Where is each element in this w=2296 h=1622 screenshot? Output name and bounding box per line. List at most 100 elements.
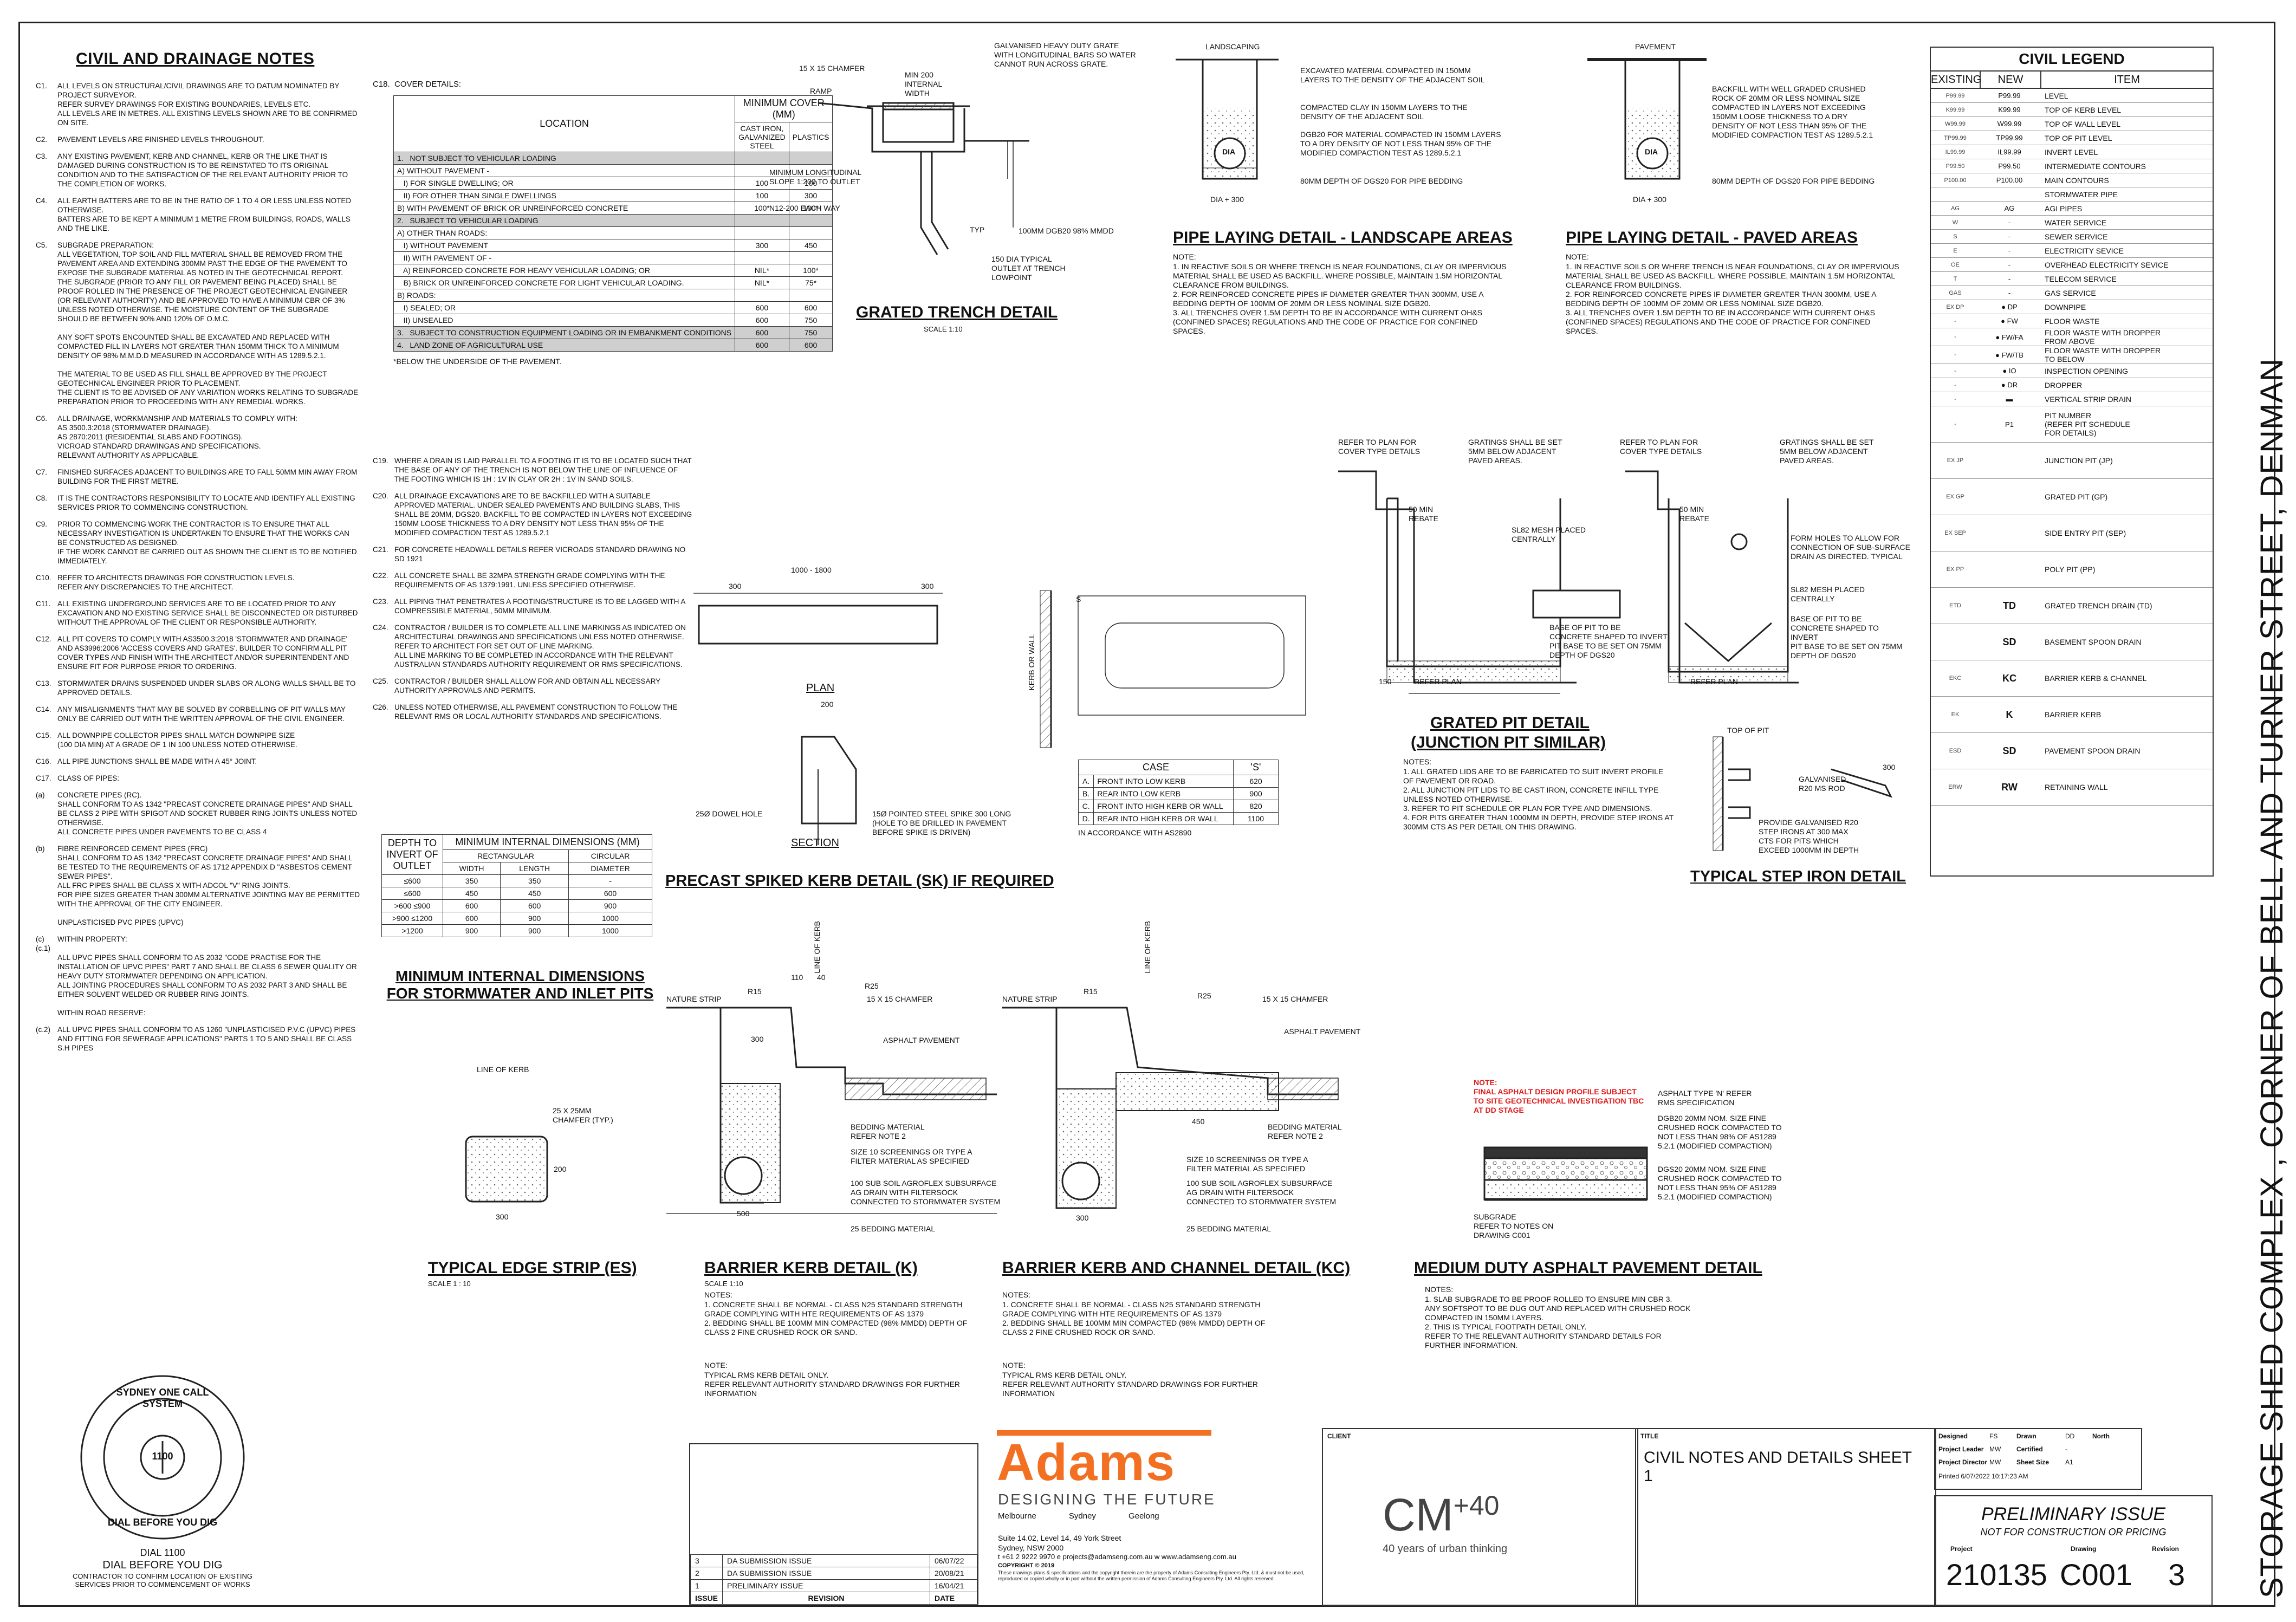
pit-dimensions-table: DEPTH TO INVERT OF OUTLET MINIMUM INTERN… bbox=[381, 834, 652, 937]
pl-notes: 1. IN REACTIVE SOILS OR WHERE TRENCH IS … bbox=[1173, 262, 1507, 335]
note-number: C9. bbox=[36, 520, 48, 528]
cover-cell: 600 bbox=[788, 339, 833, 352]
legend-row: W-WATER SERVICE bbox=[1931, 216, 2213, 230]
note-item: C12.ALL PIT COVERS TO COMPLY WITH AS3500… bbox=[36, 634, 361, 671]
bk-d500: 500 bbox=[737, 1209, 750, 1218]
legend-existing-symbol: TP99.99 bbox=[1944, 134, 1967, 141]
adams-logo-bar bbox=[997, 1430, 1211, 1436]
legend-existing-symbol: GAS bbox=[1949, 289, 1962, 296]
gt-label-dgb: 100mm DGB20 98% MMDD bbox=[1019, 226, 1114, 235]
legend-existing-symbol: ERW bbox=[1948, 784, 1962, 790]
gt-label-width: MIN 200 INTERNAL WIDTH bbox=[905, 70, 942, 98]
pit-cell: 600 bbox=[442, 899, 501, 912]
sk-l1: 25Ø DOWEL HOLE bbox=[696, 809, 763, 818]
note-number: C26. bbox=[373, 703, 388, 711]
note-number: C6. bbox=[36, 414, 48, 423]
rev-h-revision: REVISION bbox=[722, 1592, 930, 1605]
gt-label-typ: TYP bbox=[970, 225, 985, 234]
pl-h: Project Leader bbox=[1938, 1445, 1984, 1453]
col-length: LENGTH bbox=[500, 862, 569, 875]
note-number: C1. bbox=[36, 82, 48, 90]
gp-notes: 1. ALL GRATED LIDS ARE TO BE FABRICATED … bbox=[1403, 767, 1674, 831]
grated-pit-detail bbox=[1338, 470, 1799, 694]
legend-existing-symbol: AG bbox=[1951, 205, 1960, 212]
gp-dim1: 150 bbox=[1379, 677, 1392, 686]
north-h: North bbox=[2092, 1432, 2110, 1440]
dial-ring-bottom: DIAL BEFORE YOU DIG bbox=[107, 1517, 218, 1528]
gp-notes-h: NOTES: bbox=[1403, 757, 1432, 766]
legend-existing-symbol: EK bbox=[1951, 711, 1960, 718]
legend-existing-symbol: - bbox=[1954, 367, 1956, 374]
cover-row: a) WITHOUT PAVEMENT - bbox=[393, 164, 833, 177]
cover-details-table: LOCATION MINIMUM COVER (mm) CAST IRON, G… bbox=[393, 95, 833, 366]
note-text: WITHIN PROPERTY: ALL UPVC PIPES SHALL CO… bbox=[57, 935, 357, 1017]
kc-d300: 300 bbox=[1076, 1214, 1089, 1222]
cover-row: 2. SUBJECT TO VEHICULAR LOADING bbox=[393, 214, 833, 227]
as-l2: DGB20 20mm NOM. SIZE FINE CRUSHED ROCK C… bbox=[1658, 1114, 1782, 1150]
cover-cell: ii) FOR OTHER THAN SINGLE DWELLINGS bbox=[393, 189, 736, 202]
revision-cell: DA SUBMISSION ISSUE bbox=[722, 1554, 930, 1567]
legend-item-label: SEWER SERVICE bbox=[2045, 232, 2108, 241]
grated-trench-detail bbox=[818, 102, 1029, 255]
legend-existing-symbol: Ex SEP bbox=[1944, 530, 1966, 536]
gt-label-mesh: N12-200 EACH WAY bbox=[769, 204, 840, 212]
gp-l5: BASE OF PIT TO BE CONCRETE SHAPED TO INV… bbox=[1549, 623, 1668, 659]
pipe-paved-title: PIPE LAYING DETAIL - PAVED AREAS bbox=[1566, 229, 1858, 246]
revision-cell: PRELIMINARY ISSUE bbox=[722, 1579, 930, 1592]
note-text: ALL EXISTING UNDERGROUND SERVICES ARE TO… bbox=[57, 600, 358, 626]
adams-copyright: COPYRIGHT © 2019 bbox=[998, 1562, 1055, 1569]
cert-h: Certified bbox=[2016, 1445, 2043, 1453]
note-text: CLASS OF PIPES: bbox=[57, 774, 120, 782]
legend-new-symbol: - bbox=[2008, 218, 2011, 226]
sk-d300a: 300 bbox=[729, 582, 742, 591]
gp-l3: 50 MIN REBATE bbox=[1409, 505, 1438, 523]
cover-row: ii) WITH PAVEMENT OF - bbox=[393, 251, 833, 264]
cover-cell: 100* bbox=[735, 202, 789, 215]
cover-cell bbox=[788, 152, 833, 165]
gp-l2b: GRATINGS SHALL BE SET 5mm BELOW ADJACENT… bbox=[1780, 438, 1874, 465]
pl-l2: COMPACTED CLAY IN 150mm LAYERS TO THE DE… bbox=[1300, 103, 1468, 121]
revision-cell: 06/07/22 bbox=[930, 1554, 977, 1567]
step-iron-title: TYPICAL STEP IRON DETAIL bbox=[1690, 868, 1906, 885]
legend-item-label: BASEMENT SPOON DRAIN bbox=[2045, 638, 2142, 646]
sk-dim: 1000 - 1800 bbox=[791, 566, 832, 574]
note-text: CONTRACTOR / BUILDER SHALL ALLOW FOR AND… bbox=[394, 677, 660, 695]
note-number: C17. bbox=[36, 774, 51, 782]
pl-note-h: NOTE: bbox=[1173, 252, 1196, 261]
legend-row: E-ELECTRICITY SEVICE bbox=[1931, 244, 2213, 258]
note-text: ANY EXISTING PAVEMENT, KERB AND CHANNEL,… bbox=[57, 152, 348, 188]
note-item: C15.ALL DOWNPIPE COLLECTOR PIPES SHALL M… bbox=[36, 731, 361, 749]
note-item: (c.2)ALL UPVC PIPES SHALL CONFORM TO AS … bbox=[36, 1025, 361, 1053]
asphalt-title: MEDIUM DUTY ASPHALT PAVEMENT DETAIL bbox=[1414, 1259, 1762, 1277]
case-cell: FRONT INTO HIGH KERB OR WALL bbox=[1093, 800, 1234, 813]
barrier-kerb-title: BARRIER KERB DETAIL (K) bbox=[704, 1259, 918, 1277]
gt-label-outlet: 150 DIA TYPICAL OUTLET AT TRENCH LOWPOIN… bbox=[991, 255, 1066, 282]
legend-existing-symbol: - bbox=[1954, 317, 1956, 325]
note-number: C14. bbox=[36, 705, 51, 713]
cover-row: B) BRICK OR UNREINFORCED CONCRETE FOR LI… bbox=[393, 276, 833, 289]
note-item: C14.ANY MISALIGNMENTS THAT MAY BE SOLVED… bbox=[36, 705, 361, 723]
cover-cell: NIL* bbox=[735, 264, 789, 277]
cover-cell bbox=[735, 214, 789, 227]
cover-cell: 600 bbox=[735, 314, 789, 327]
cover-cell: 750 bbox=[788, 314, 833, 327]
legend-item-label: LEVEL bbox=[2045, 91, 2068, 100]
cover-cell: B) BRICK OR UNREINFORCED CONCRETE FOR LI… bbox=[393, 276, 736, 289]
pp-l1: BACKFILL WITH WELL GRADED CRUSHED ROCK O… bbox=[1712, 85, 1873, 139]
kc-bd: 25 BEDDING MATERIAL bbox=[1186, 1224, 1272, 1233]
cover-cell: 600 bbox=[735, 301, 789, 314]
note-number: C24. bbox=[373, 624, 388, 632]
note-text: UNLESS NOTED OTHERWISE, ALL PAVEMENT CON… bbox=[394, 703, 678, 721]
legend-new-symbol: ● IO bbox=[2002, 367, 2016, 375]
si-d300: 300 bbox=[1883, 763, 1896, 771]
legend-new-symbol: SD bbox=[2002, 636, 2016, 647]
legend-item-label: GRATED PIT (GP) bbox=[2045, 492, 2108, 501]
case-cell: REAR INTO HIGH KERB OR WALL bbox=[1093, 812, 1234, 825]
legend-existing-symbol: T bbox=[1953, 275, 1957, 282]
gp-l2: GRATINGS SHALL BE SET 5mm BELOW ADJACENT… bbox=[1468, 438, 1562, 465]
si-l1: TOP OF PIT bbox=[1727, 726, 1769, 735]
gp-l3b: 50 MIN REBATE bbox=[1679, 505, 1709, 523]
